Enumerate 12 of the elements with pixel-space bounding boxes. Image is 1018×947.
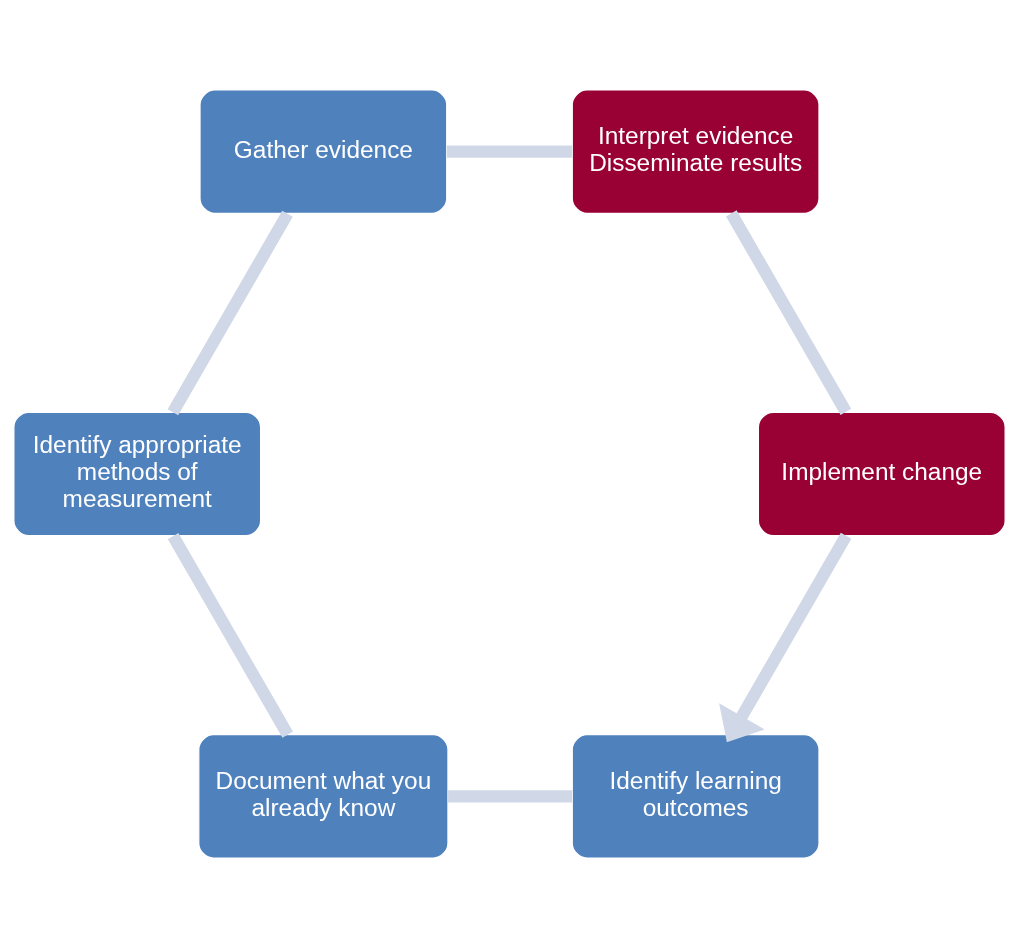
node-box: Identify learning outcomes	[571, 733, 820, 859]
node-box: Identify appropriate methods of measurement	[12, 411, 261, 536]
connector	[725, 209, 851, 415]
node-box: Interpret evidence Disseminate results	[571, 88, 820, 214]
connector	[167, 210, 293, 415]
node-box: Implement change	[757, 411, 1006, 536]
connector	[447, 789, 572, 802]
arrow	[718, 532, 851, 742]
connector	[446, 145, 572, 158]
node-box: Gather evidence	[198, 88, 447, 214]
connector	[167, 532, 293, 738]
node-box: Document what you already know	[197, 733, 449, 859]
